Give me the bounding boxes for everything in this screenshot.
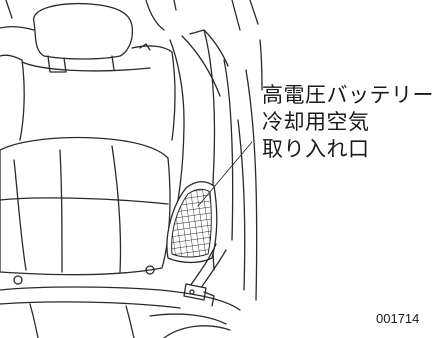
callout-line-3: 取り入れ口	[262, 137, 370, 161]
callout-line-2: 冷却用空気	[262, 110, 370, 134]
callout-line-1: 高電圧バッテリー	[262, 83, 434, 107]
seat-base	[0, 286, 241, 338]
air-intake-grille	[166, 181, 218, 264]
seat-back	[0, 0, 177, 285]
intake-callout-label: 高電圧バッテリー 冷却用空気 取り入れ口	[262, 82, 434, 163]
headrest	[33, 2, 134, 73]
callout-leader-line	[197, 141, 253, 207]
figure-code: 001714	[376, 311, 420, 326]
